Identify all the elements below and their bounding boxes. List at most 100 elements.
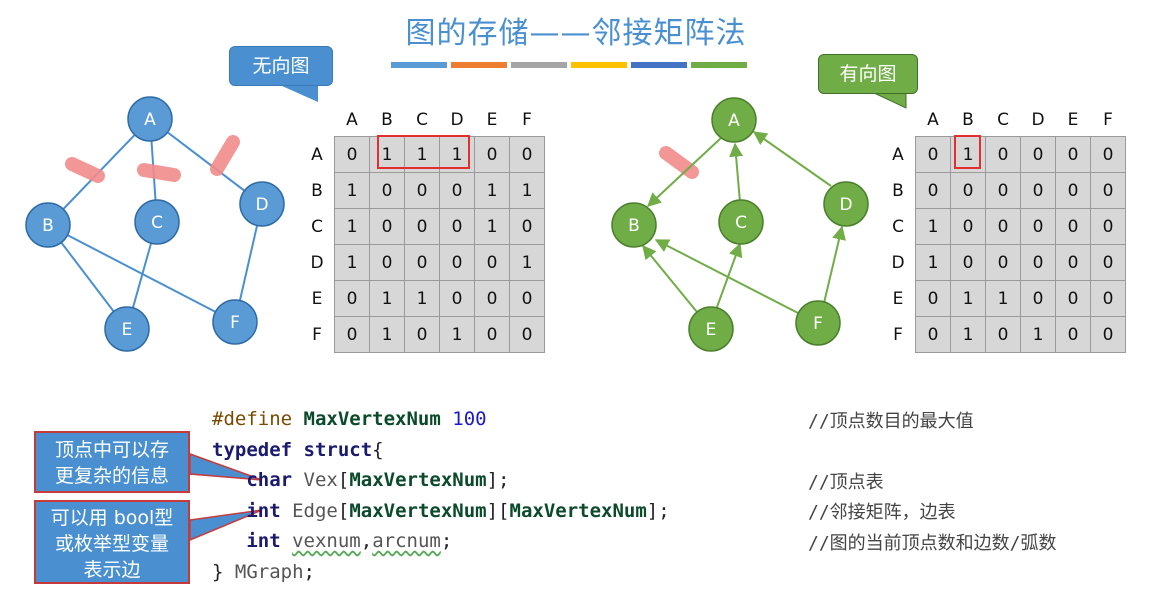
code-bracket: [ xyxy=(337,499,350,522)
row-header: B xyxy=(311,180,323,201)
matrix-row: B 0 0 0 0 0 0 xyxy=(881,172,1126,209)
matrix-cell: 0 xyxy=(369,172,405,209)
matrix-row: B 1 0 0 0 1 1 xyxy=(300,172,545,209)
matrix-cell: 0 xyxy=(985,244,1021,281)
note-edge-type: 可以用 bool型 或枚举型变量 表示边 xyxy=(34,500,190,584)
dnode-label-A: A xyxy=(728,111,740,131)
matrix-cell: 0 xyxy=(369,208,405,245)
matrix-cell: 0 xyxy=(1090,244,1126,281)
matrix-row: F 0 1 0 1 0 0 xyxy=(881,316,1126,353)
arc-E-C xyxy=(716,242,743,308)
matrix-row: A 0 1 0 0 0 0 xyxy=(881,136,1126,173)
code-edge-name: Edge xyxy=(292,499,338,522)
matrix-cell: 0 xyxy=(915,280,951,317)
matrix-row: E 0 1 1 0 0 0 xyxy=(881,280,1126,317)
matrix-row: E 0 1 1 0 0 0 xyxy=(300,280,545,317)
code-open-brace: { xyxy=(372,438,384,461)
matrix-cell: 1 xyxy=(369,316,405,353)
code-directive: #define xyxy=(212,408,293,430)
matrix-cell: 0 xyxy=(1090,172,1126,209)
code-edge-size1: MaxVertexNum xyxy=(349,499,487,522)
matrix-cell: 0 xyxy=(1090,316,1126,353)
undirected-label: 无向图 xyxy=(229,46,333,86)
matrix-cell: 0 xyxy=(985,136,1021,173)
matrix-cell: 0 xyxy=(950,244,986,281)
matrix-cell: 0 xyxy=(1020,136,1056,173)
matrix-cell: 0 xyxy=(1055,280,1091,317)
matrix-cell: 0 xyxy=(509,136,545,173)
code-bracket: ]; xyxy=(486,469,510,491)
color-bar-6 xyxy=(691,62,747,68)
node-label-F: F xyxy=(230,313,240,333)
dnode-E xyxy=(688,306,734,352)
code-int-type: int xyxy=(246,499,281,522)
arc-A-B xyxy=(646,137,722,207)
code-edge-size2: MaxVertexNum xyxy=(509,499,647,522)
matrix-cell: 1 xyxy=(334,244,370,281)
col-header: C xyxy=(997,109,1009,130)
matrix-cell: 0 xyxy=(1055,172,1091,209)
matrix-cell: 0 xyxy=(404,172,440,209)
dnode-label-C: C xyxy=(735,213,747,233)
dnode-label-D: D xyxy=(839,195,852,215)
col-header: D xyxy=(450,109,464,130)
comment-edge-table: //邻接矩阵，边表 xyxy=(808,502,956,523)
row-header: E xyxy=(892,288,904,309)
corner xyxy=(300,103,335,137)
matrix-cell: 0 xyxy=(404,244,440,281)
matrix-cell: 0 xyxy=(509,208,545,245)
color-bar-5 xyxy=(631,62,687,68)
code-macro-name: MaxVertexNum xyxy=(303,408,441,430)
callout-tail-undirected xyxy=(282,86,318,102)
note-line: 顶点中可以存 xyxy=(54,439,169,461)
matrix-cell: 0 xyxy=(1055,136,1091,173)
node-F xyxy=(212,299,258,345)
matrix-cell: 0 xyxy=(1090,136,1126,173)
code-char-type: char xyxy=(246,469,293,491)
dnode-label-B: B xyxy=(628,216,640,236)
directed-cell-ab-highlight xyxy=(954,135,981,169)
undirected-nodes xyxy=(25,96,285,352)
code-vex-name: Vex xyxy=(303,469,338,491)
dnode-label-E: E xyxy=(706,320,717,340)
matrix-cell: 0 xyxy=(474,136,510,173)
matrix-cell: 1 xyxy=(404,136,440,173)
color-bar-2 xyxy=(451,62,507,68)
matrix-cell: 0 xyxy=(439,208,475,245)
matrix-cell: 0 xyxy=(404,316,440,353)
matrix-cell: 0 xyxy=(985,208,1021,245)
matrix-cell: 1 xyxy=(369,280,405,317)
directed-edges xyxy=(642,131,846,315)
code-bracket: [ xyxy=(337,469,350,491)
comment-vex-table: //顶点表 xyxy=(808,472,884,493)
row-header: D xyxy=(891,252,905,273)
arc-E-B xyxy=(642,244,698,313)
note-line: 或枚举型变量 xyxy=(54,533,169,555)
node-B xyxy=(25,202,71,248)
matrix-cell: 0 xyxy=(1055,208,1091,245)
code-semicolon: ; xyxy=(303,560,315,583)
node-D xyxy=(239,181,285,227)
matrix-cell: 0 xyxy=(1020,208,1056,245)
node-label-A: A xyxy=(144,110,156,130)
note-line: 可以用 bool型 xyxy=(50,507,174,529)
col-header: B xyxy=(962,109,974,130)
matrix-cell: 0 xyxy=(439,172,475,209)
row-header: C xyxy=(892,216,904,237)
matrix-cell: 1 xyxy=(950,280,986,317)
matrix-cell: 1 xyxy=(334,172,370,209)
matrix-cell: 0 xyxy=(1090,208,1126,245)
page-title: 图的存储——邻接矩阵法 xyxy=(405,16,747,51)
code-vexnum: vexnum xyxy=(292,530,361,552)
matrix-cell: 0 xyxy=(509,316,545,353)
arc-F-D xyxy=(823,225,846,304)
dnode-label-F: F xyxy=(813,314,823,334)
matrix-row: C 1 0 0 0 1 0 xyxy=(300,208,545,245)
node-A xyxy=(127,96,173,142)
node-label-D: D xyxy=(255,195,268,215)
matrix-cell: 0 xyxy=(1055,244,1091,281)
code-vex-size: MaxVertexNum xyxy=(349,469,487,491)
matrix-cell: 0 xyxy=(334,316,370,353)
corner xyxy=(881,103,916,137)
